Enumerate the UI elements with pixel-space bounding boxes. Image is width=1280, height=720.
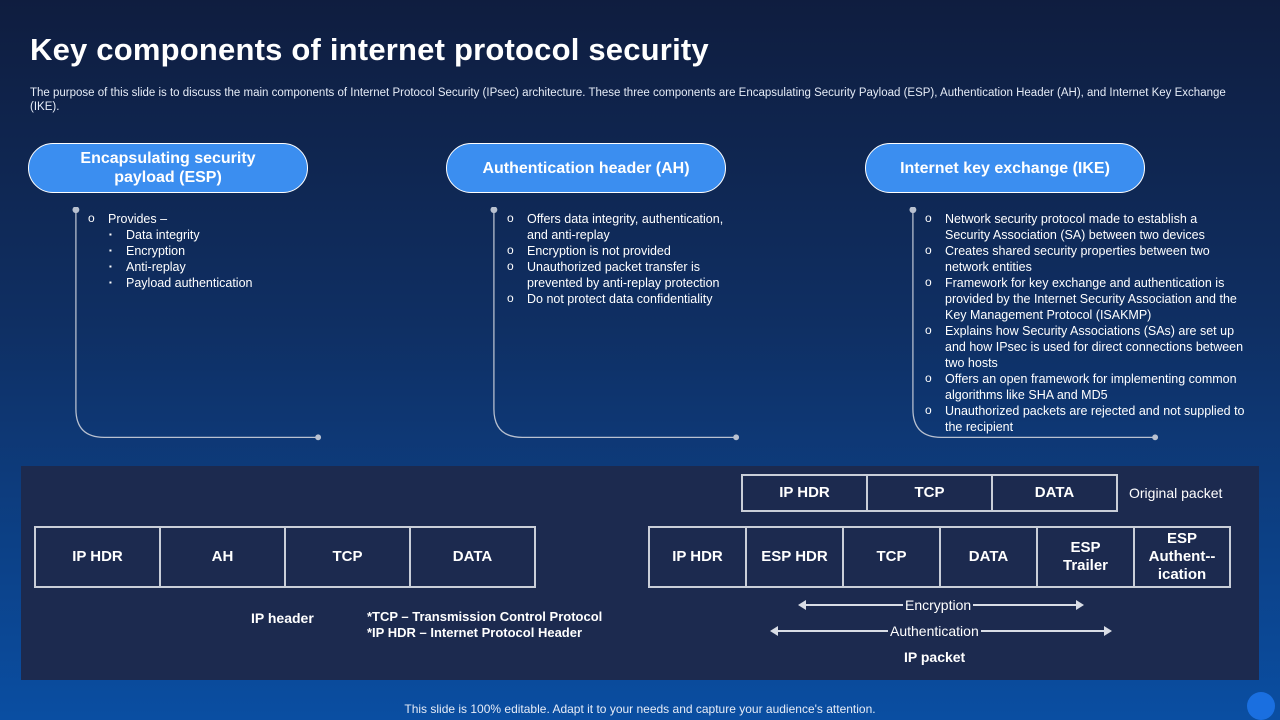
packet-cell: ESP HDR — [747, 528, 844, 586]
esp-packet: IP HDR ESP HDR TCP DATA ESP Trailer ESP … — [648, 526, 1231, 588]
ike-item: Explains how Security Associations (SAs)… — [925, 322, 1245, 371]
ike-item: Offers an open framework for implementin… — [925, 370, 1245, 403]
ike-item: Network security protocol made to establ… — [925, 210, 1245, 243]
ike-heading-pill: Internet key exchange (IKE) — [865, 143, 1145, 193]
ah-item: Encryption is not provided — [507, 242, 747, 259]
note-tcp: *TCP – Transmission Control Protocol — [367, 609, 603, 624]
slide-title: Key components of internet protocol secu… — [30, 32, 709, 67]
packet-cell: ESP Authent--ication — [1148, 530, 1216, 583]
esp-subitem: Data integrity — [88, 227, 328, 243]
packet-cell: DATA — [1034, 484, 1075, 501]
packet-cell: IP HDR — [36, 528, 161, 586]
ip-packet-label: IP packet — [904, 649, 966, 665]
encryption-label: Encryption — [903, 597, 974, 613]
esp-bracket — [72, 207, 322, 441]
ip-header-label: IP header — [251, 610, 314, 626]
packet-cell: AH — [161, 528, 286, 586]
ah-item: Offers data integrity, authentication, a… — [507, 210, 747, 243]
esp-list: Provides – Data integrity Encryption Ant… — [88, 210, 328, 291]
ike-bracket — [909, 207, 1159, 441]
ah-item: Unauthorized packet transfer is prevente… — [507, 258, 747, 291]
packet-diagram-panel — [21, 466, 1259, 680]
ike-list: Network security protocol made to establ… — [925, 210, 1245, 435]
esp-subitem: Encryption — [88, 243, 328, 259]
footer-note: This slide is 100% editable. Adapt it to… — [404, 702, 876, 716]
esp-subitem: Payload authentication — [88, 275, 328, 291]
slide-subtitle: The purpose of this slide is to discuss … — [30, 87, 1226, 113]
ike-item: Unauthorized packets are rejected and no… — [925, 402, 1245, 435]
esp-subitem: Anti-replay — [88, 259, 328, 275]
ah-bracket — [490, 207, 740, 441]
packet-cell: TCP — [868, 476, 993, 510]
original-packet: IP HDR TCP DATA — [741, 474, 1118, 512]
note-ip-hdr: *IP HDR – Internet Protocol Header — [367, 625, 583, 640]
ah-heading-pill: Authentication header (AH) — [446, 143, 726, 193]
authentication-label: Authentication — [888, 623, 981, 639]
ike-item: Creates shared security properties betwe… — [925, 242, 1245, 275]
esp-item: Provides – — [88, 210, 328, 227]
packet-cell: IP HDR — [650, 528, 747, 586]
packet-cell: TCP — [286, 528, 411, 586]
ah-list: Offers data integrity, authentication, a… — [507, 210, 747, 307]
packet-cell: ESP Trailer — [1038, 528, 1135, 586]
packet-cell: TCP — [844, 528, 941, 586]
ah-packet: IP HDR AH TCP DATA — [34, 526, 536, 588]
esp-heading-pill: Encapsulating security payload (ESP) — [28, 143, 308, 193]
packet-cell: DATA — [452, 548, 493, 565]
ike-item: Framework for key exchange and authentic… — [925, 274, 1245, 323]
ah-item: Do not protect data confidentiality — [507, 290, 747, 307]
packet-cell: DATA — [941, 528, 1038, 586]
packet-cell: IP HDR — [743, 476, 868, 510]
corner-decoration — [1247, 692, 1275, 720]
original-packet-label: Original packet — [1129, 485, 1223, 501]
